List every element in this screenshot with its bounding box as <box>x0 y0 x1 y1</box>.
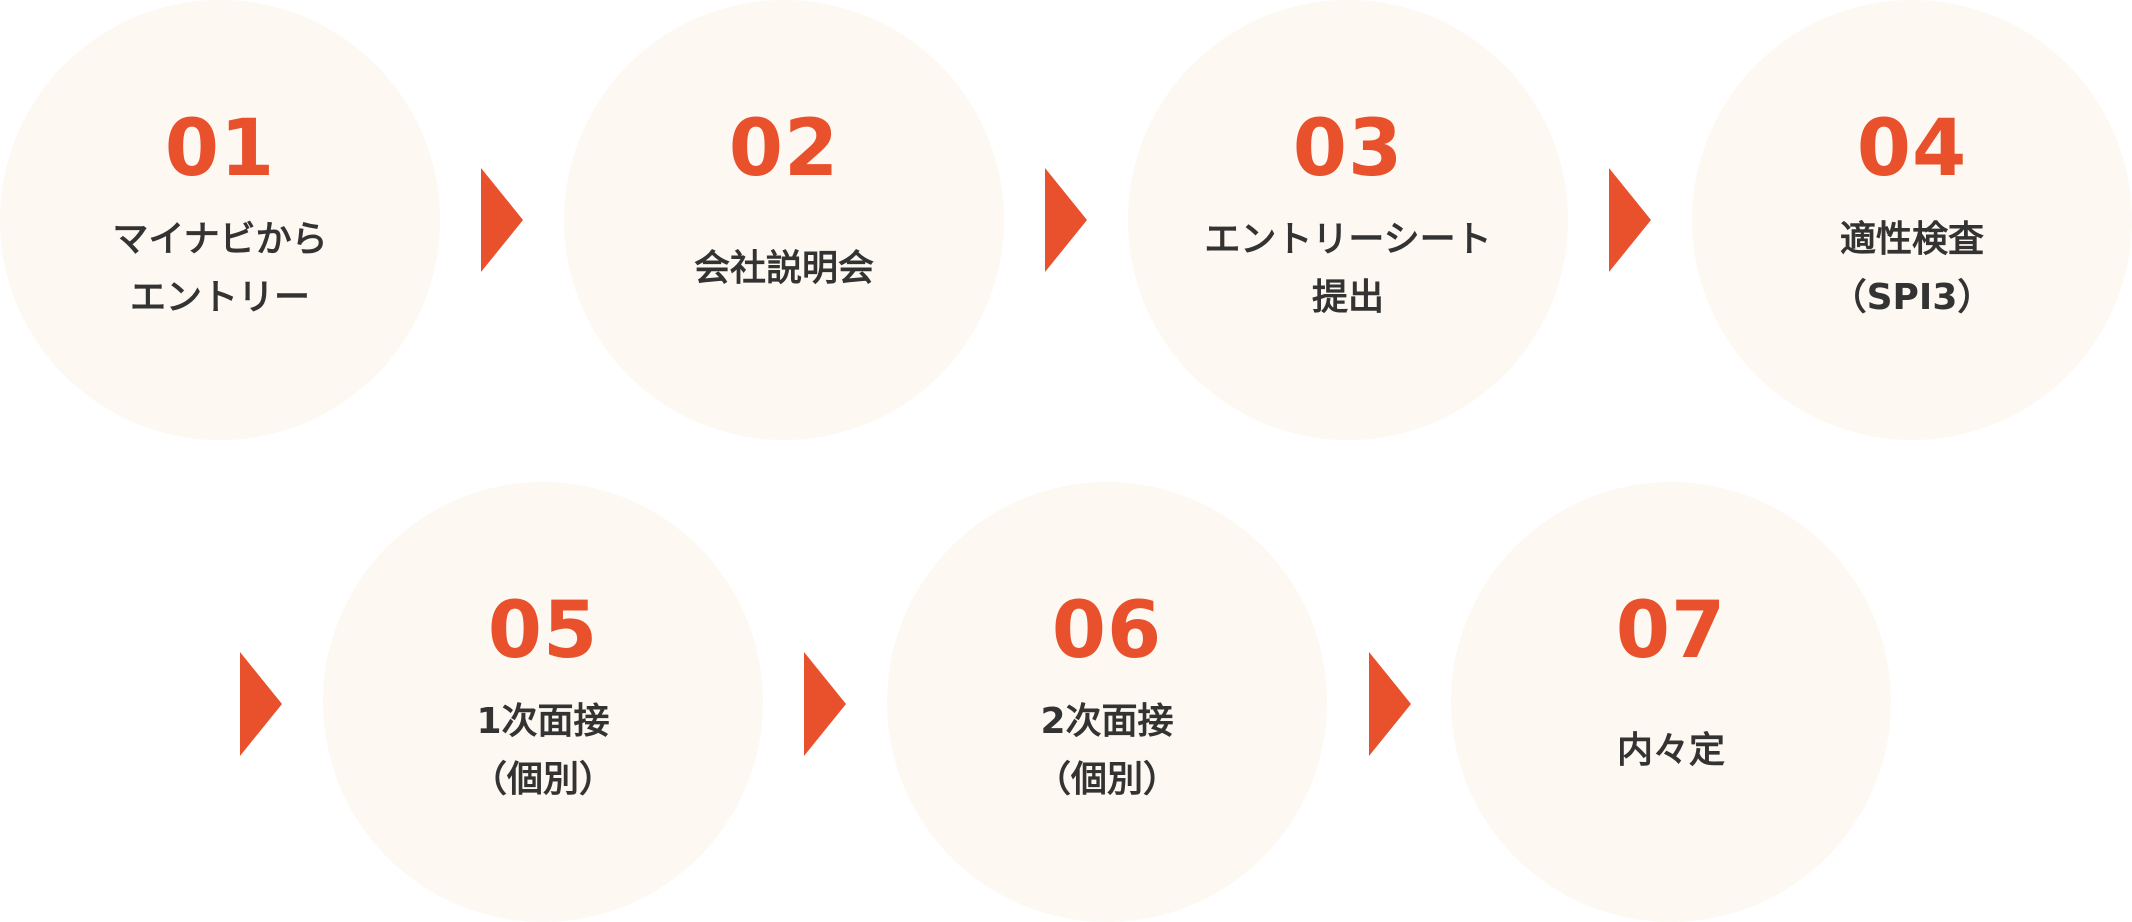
triangle-right-icon <box>804 652 846 756</box>
step-label: マイナビから エントリー <box>112 219 328 318</box>
triangle-right-icon <box>1609 168 1651 272</box>
triangle-right-icon <box>481 168 523 272</box>
step-first-interview: 05 1次面接 （個別） <box>323 482 763 922</box>
step-entry: 01 マイナビから エントリー <box>0 0 440 440</box>
step-label: 内々定 <box>1616 730 1725 771</box>
step-number: 06 <box>1051 586 1163 676</box>
step-number: 03 <box>1292 104 1404 194</box>
triangle-right-icon <box>1045 168 1087 272</box>
triangle-right-icon <box>1369 652 1411 756</box>
step-company-briefing: 02 会社説明会 <box>564 0 1004 440</box>
step-informal-offer: 07 内々定 <box>1451 482 1891 922</box>
triangle-right-icon <box>240 652 282 756</box>
step-aptitude-test: 04 適性検査 （SPI3） <box>1692 0 2132 440</box>
step-label: 1次面接 （個別） <box>470 701 615 800</box>
step-number: 02 <box>728 104 840 194</box>
step-entry-sheet: 03 エントリーシート 提出 <box>1128 0 1568 440</box>
step-number: 05 <box>487 586 599 676</box>
step-label: 適性検査 （SPI3） <box>1830 219 1994 318</box>
step-number: 04 <box>1856 104 1968 194</box>
step-number: 07 <box>1615 586 1727 676</box>
step-label: エントリーシート 提出 <box>1204 219 1492 318</box>
step-number: 01 <box>164 104 276 194</box>
step-label: 2次面接 （個別） <box>1034 701 1179 800</box>
step-label: 会社説明会 <box>693 248 874 289</box>
step-second-interview: 06 2次面接 （個別） <box>887 482 1327 922</box>
